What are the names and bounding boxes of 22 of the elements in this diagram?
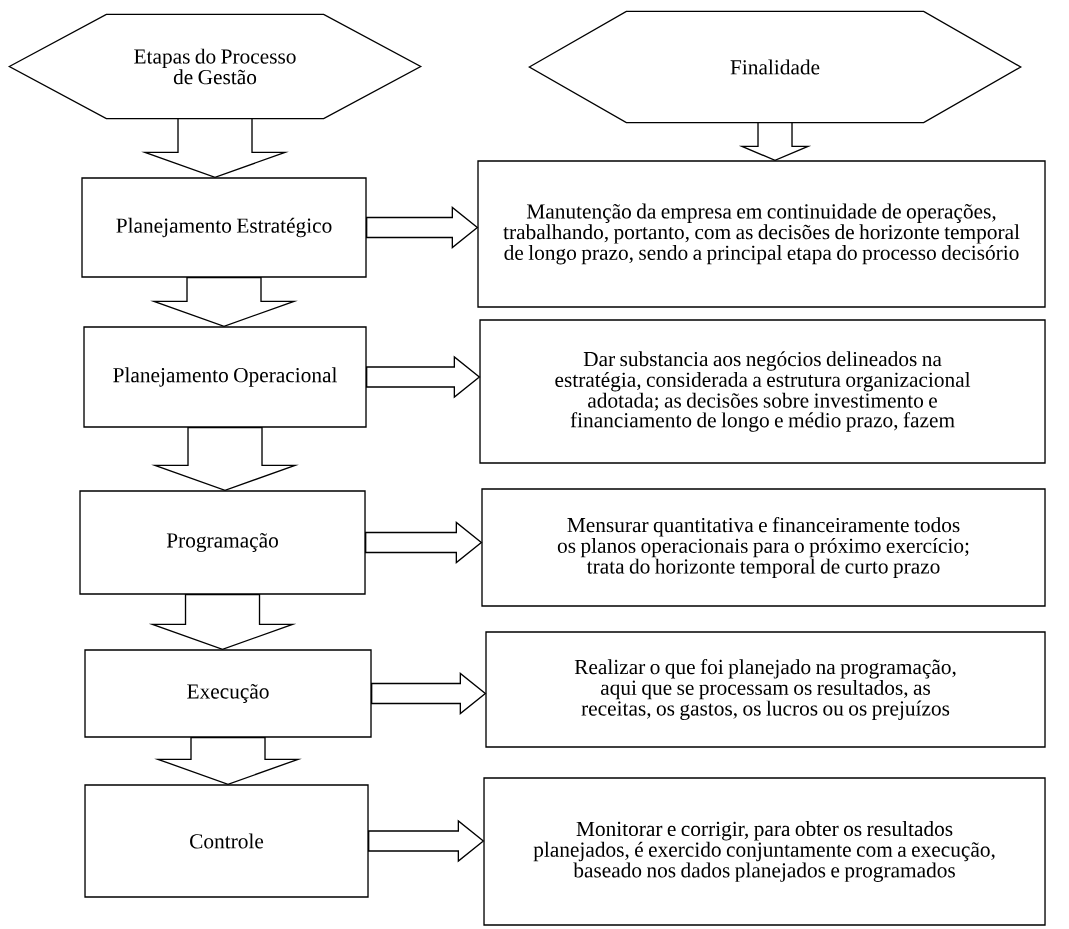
- block-arrow: [366, 206, 479, 249]
- header-hexagon: Finalidade: [528, 10, 1022, 124]
- block-arrow: [738, 122, 812, 162]
- description-box: Monitorar e corrigir, para obter os resultados planejados, é exercido conjuntamente com a execução, baseado nos dados planejados e programados: [483, 777, 1046, 926]
- block-arrow: [150, 277, 298, 328]
- description-box: Dar substancia aos negócios delineados na estratégia, considerada a estrutura organizacional adotada; as decisões sobre investimento e financiamento de longo e médio prazo, fazem: [479, 319, 1046, 464]
- block-arrow: [141, 118, 289, 179]
- process-box: Controle: [84, 784, 369, 898]
- description-box: Manutenção da empresa em continuidade de operações, trabalhando, portanto, com as decisões de horizonte temporal de longo prazo, sendo a principal etapa do processo decisório: [477, 160, 1046, 308]
- process-box: Planejamento Operacional: [83, 326, 367, 428]
- block-arrow: [154, 737, 302, 786]
- process-box: Execução: [84, 649, 372, 738]
- description-box: Mensurar quantitativa e financeiramente todos os planos operacionais para o próximo exercício; trata do horizonte temporal de curto prazo: [481, 488, 1046, 607]
- process-box: Programação: [79, 490, 366, 595]
- block-arrow: [151, 427, 299, 492]
- process-box: Planejamento Estratégico: [81, 177, 367, 278]
- block-arrow: [371, 672, 487, 715]
- block-arrow: [148, 594, 297, 651]
- block-arrow: [368, 819, 485, 863]
- block-arrow: [365, 521, 483, 564]
- block-arrow: [366, 355, 481, 399]
- description-box: Realizar o que foi planejado na programação, aqui que se processam os resultados, as receitas, os gastos, os lucros ou os prejuízos: [485, 631, 1046, 748]
